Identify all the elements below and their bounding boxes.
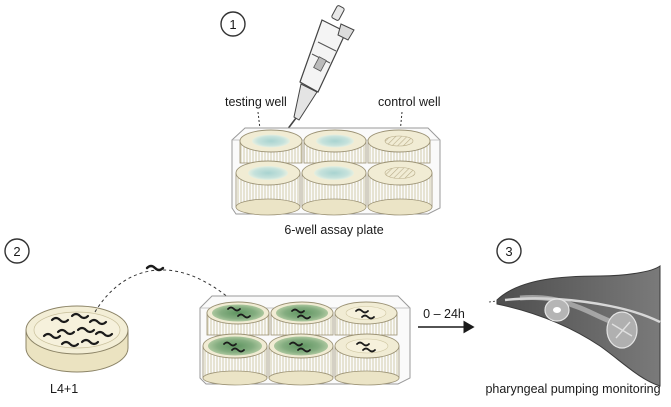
step-1-number: 1 — [229, 17, 236, 32]
monitoring-label: pharyngeal pumping monitoring — [485, 382, 660, 396]
control-well — [367, 129, 431, 164]
step-3-marker: 3 — [496, 238, 522, 264]
agar-plate — [25, 305, 129, 373]
test-well-4 — [301, 160, 367, 216]
step-1-marker: 1 — [220, 11, 246, 37]
test-well-3 — [235, 160, 301, 216]
plate-label: 6-well assay plate — [284, 223, 383, 237]
treated-well-2 — [270, 301, 334, 336]
treated-well-3 — [202, 333, 268, 386]
test-well-2 — [303, 129, 367, 164]
six-well-plate-bottom — [199, 295, 411, 386]
treated-well-4 — [268, 333, 334, 386]
worms-on-plate — [42, 312, 114, 348]
untreated-well-2 — [334, 333, 400, 386]
six-well-plate-top — [231, 127, 441, 216]
pharynx-illustration — [488, 265, 661, 387]
larvae-stage-label: L4+1 — [50, 382, 78, 396]
transferred-worm-icon — [145, 264, 165, 272]
control-well-2 — [367, 160, 433, 216]
step-2-number: 2 — [13, 244, 20, 259]
untreated-well-1 — [334, 301, 398, 336]
testing-well-label: testing well — [225, 95, 287, 109]
control-well-label: control well — [378, 95, 441, 109]
treated-well-1 — [206, 301, 270, 336]
time-label: 0 – 24h — [423, 307, 465, 321]
step-3-number: 3 — [505, 244, 512, 259]
testing-well — [239, 129, 303, 164]
step-2-marker: 2 — [4, 238, 30, 264]
